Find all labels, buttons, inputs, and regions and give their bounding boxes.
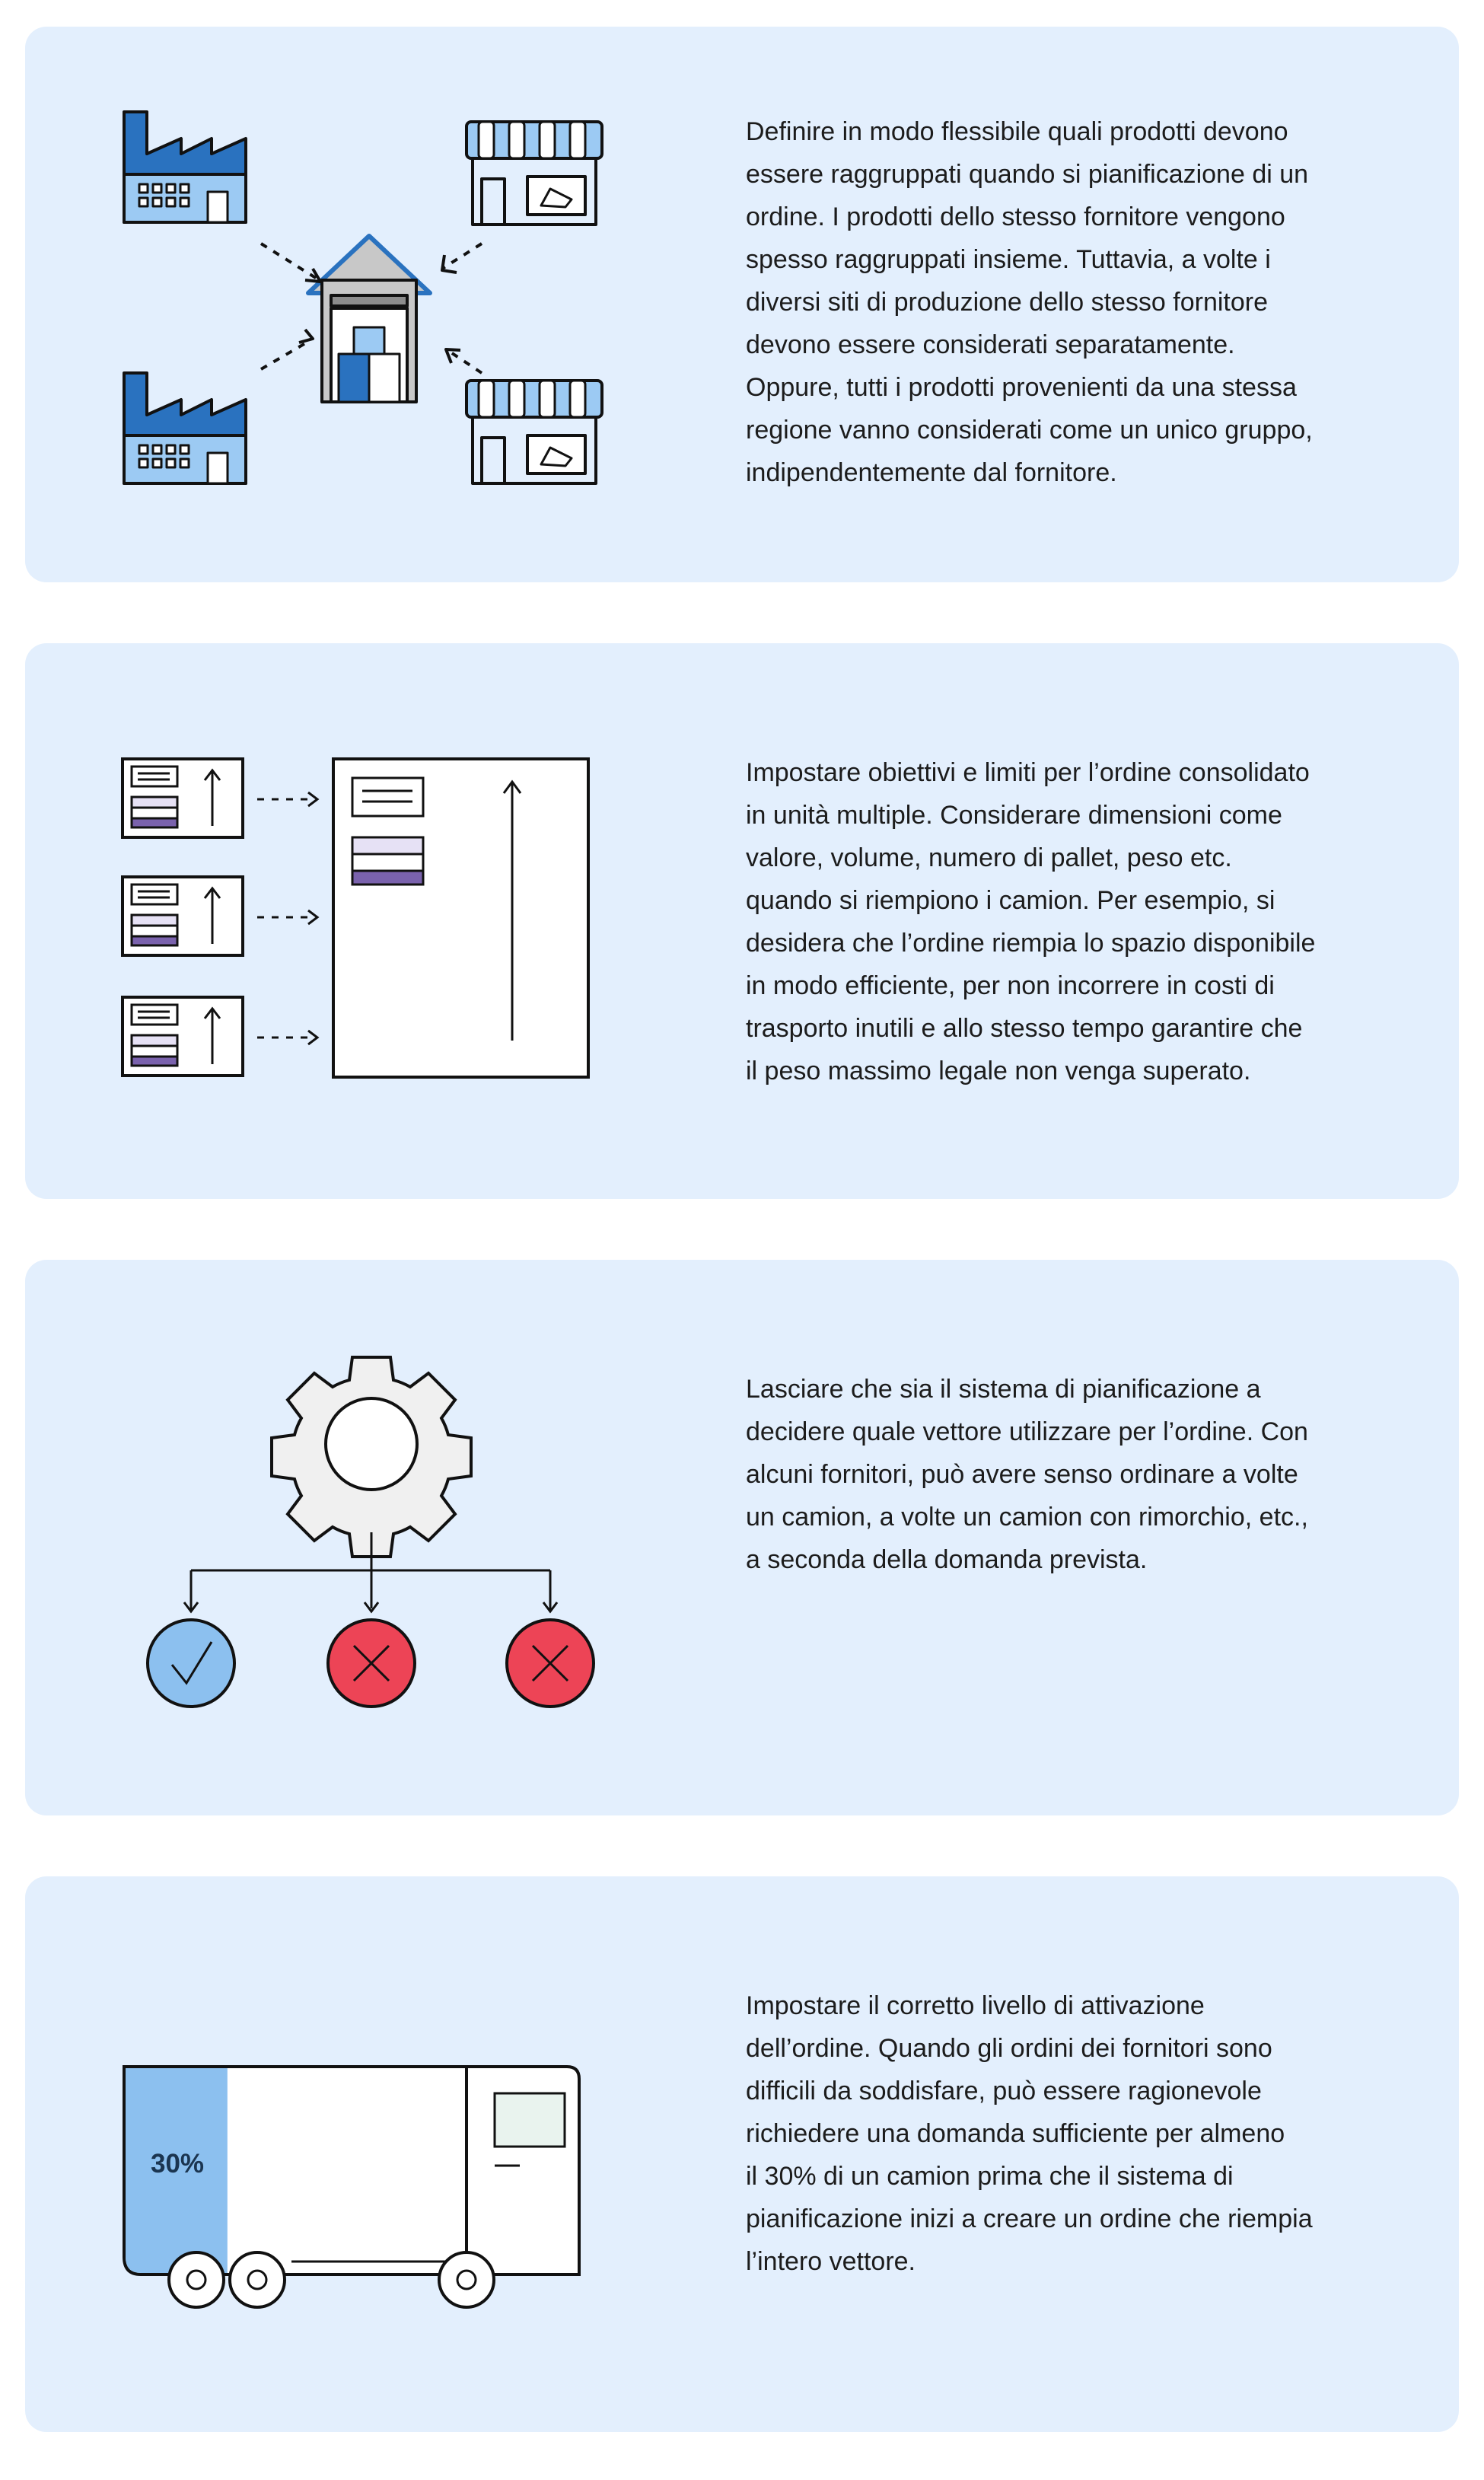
order-card-icon — [121, 875, 244, 957]
order-card-icon — [121, 757, 244, 839]
flow-arrows — [260, 242, 483, 375]
flow-arrows — [257, 798, 314, 1039]
truck-icon — [123, 2065, 581, 2309]
consolidated-order-icon — [332, 757, 590, 1079]
activation-illustration: 30% — [25, 1876, 695, 2432]
shop-icon — [465, 120, 603, 226]
gear-icon — [270, 1356, 473, 1558]
feature-card-activation: 30% Impostare il corretto livello di att… — [25, 1876, 1459, 2432]
factory-icon — [123, 110, 247, 224]
cross-circle-icon — [505, 1618, 595, 1708]
cross-circle-icon — [326, 1618, 416, 1708]
feature-card-carrier: Lasciare che sia il sistema di pianifica… — [25, 1260, 1459, 1815]
targets-illustration — [25, 643, 695, 1199]
feature-card-targets: Impostare obiettivi e limiti per l’ordin… — [25, 643, 1459, 1199]
decision-connector — [183, 1532, 559, 1614]
grouping-illustration — [25, 27, 695, 582]
factory-icon — [123, 371, 247, 485]
feature-text: Impostare obiettivi e limiti per l’ordin… — [746, 758, 1316, 1085]
feature-text: Lasciare che sia il sistema di pianifica… — [746, 1375, 1308, 1574]
order-card-icon — [121, 996, 244, 1077]
warehouse-icon — [306, 234, 432, 403]
check-circle-icon — [146, 1618, 236, 1708]
feature-text: Impostare il corretto livello di attivaz… — [746, 1991, 1313, 2276]
truck-fill-label: 30% — [151, 2149, 205, 2179]
feature-text: Definire in modo flessibile quali prodot… — [746, 117, 1313, 487]
shop-icon — [465, 379, 603, 485]
feature-card-grouping: Definire in modo flessibile quali prodot… — [25, 27, 1459, 582]
carrier-illustration — [25, 1260, 695, 1815]
